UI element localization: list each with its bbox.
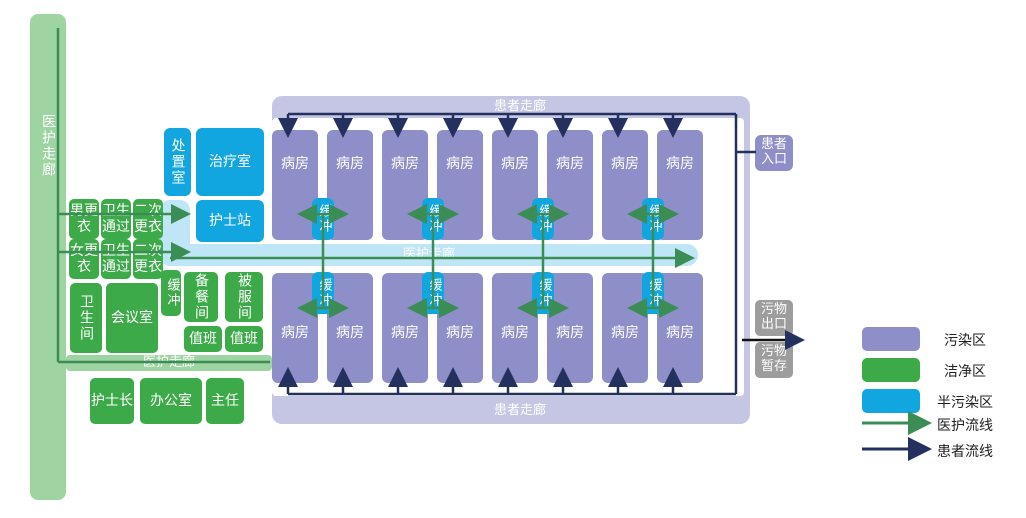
director-room: 主任	[206, 378, 244, 424]
buffer-left: 缓冲	[161, 270, 181, 316]
nurse-station: 护士站	[196, 200, 264, 242]
meeting-room: 会议室	[106, 283, 158, 353]
ward-bottom-2: 病房	[327, 273, 373, 383]
ward-bottom-5: 病房	[492, 273, 538, 383]
male-second-changing: 二次更衣	[133, 199, 163, 239]
patient-flow-lines	[278, 112, 805, 396]
legend-label-semi: 半污染区	[937, 395, 993, 411]
duty-room-2: 值班	[225, 326, 263, 352]
ward-bottom-4: 病房	[437, 273, 483, 383]
pantry: 备餐间	[184, 272, 218, 322]
toilet: 卫生间	[70, 283, 102, 353]
waste-storage: 污物暂存	[755, 342, 793, 378]
female-changing: 女更衣	[69, 239, 99, 279]
legend-swatch-semi	[862, 389, 920, 413]
legend-label-contaminated: 污染区	[944, 333, 986, 349]
ward-bottom-7: 病房	[602, 273, 648, 383]
legend-label-patient-flow: 患者流线	[937, 444, 993, 460]
disposal-room: 处置室	[164, 128, 191, 196]
female-sanitary-pass: 卫生通过	[101, 239, 131, 279]
patient-corridor-bottom: 患者走廊	[493, 402, 546, 418]
head-nurse-room: 护士长	[90, 378, 134, 424]
ward-bottom-6: 病房	[547, 273, 593, 383]
patient-entrance: 患者入口	[755, 135, 793, 171]
ward-bottom-3: 病房	[382, 273, 428, 383]
medical-corridor-vertical-label: 医护走廊	[40, 114, 57, 178]
ward-top-4: 病房	[437, 130, 483, 240]
ward-bottom-8: 病房	[657, 273, 703, 383]
ward-bottom-1: 病房	[272, 273, 318, 383]
treatment-room: 治疗室	[196, 128, 264, 196]
legend-label-staff-flow: 医护流线	[937, 418, 993, 434]
patient-corridor-top: 患者走廊	[493, 98, 546, 114]
staff-flow-lines	[56, 28, 695, 364]
legend-swatch-clean	[862, 358, 920, 382]
medical-corridor-vertical: 医护走廊	[30, 14, 66, 500]
legend-label-clean: 洁净区	[944, 364, 986, 380]
legend-swatch-contaminated	[862, 327, 920, 351]
bedding-room: 被服间	[225, 272, 263, 322]
duty-room-1: 值班	[184, 326, 222, 352]
office: 办公室	[140, 378, 202, 424]
